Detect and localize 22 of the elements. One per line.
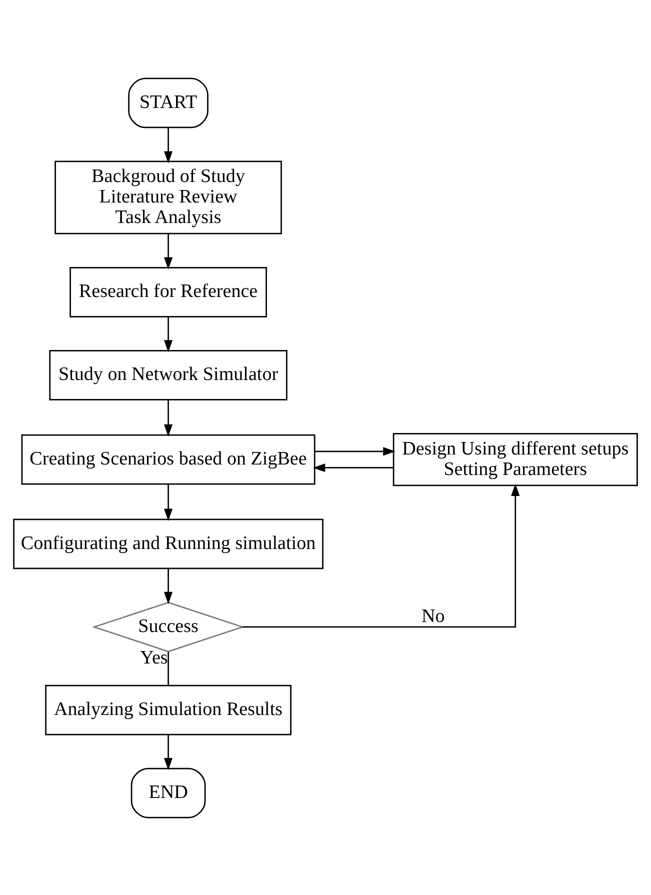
node-box: END [130,767,206,818]
node-box: Study on Network Simulator [49,350,288,400]
node-diamond: Success [92,601,245,652]
arrow [164,316,173,352]
arrow [164,127,173,164]
node-box: Creating Scenarios based on ZigBee [21,434,316,484]
node-box: Backgroud of Study Literature Review Task Analysis [54,160,282,234]
arrow [242,483,520,628]
arrow [164,400,173,436]
arrow [164,233,173,270]
edge-label: No [422,605,445,626]
connector [168,651,169,685]
node-box: Research for Reference [70,266,267,317]
arrow [164,484,173,521]
arrow [164,734,173,770]
arrow [312,462,394,472]
node-box: Design Using different setups Setting Parameters [392,432,638,486]
node-box: Configurating and Running simulation [13,518,324,569]
node-box: Analyzing Simulation Results [45,684,292,735]
node-box: START [128,77,208,128]
arrow [314,446,396,456]
arrow [164,568,173,604]
